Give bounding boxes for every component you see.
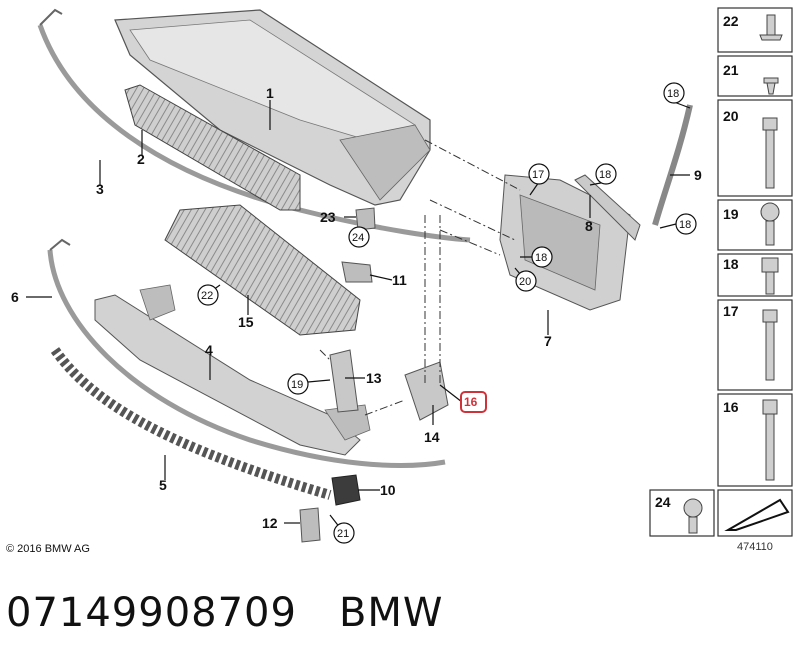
highlight-box <box>460 391 487 413</box>
bracket-23 <box>355 207 376 231</box>
part-number: 07149908709 <box>6 590 297 636</box>
trim-strip-lower <box>47 249 446 468</box>
part-label-23: 23 <box>320 209 336 225</box>
bracket-11 <box>341 261 373 283</box>
part-label-6: 6 <box>11 289 19 305</box>
part-label-22: 22 <box>201 290 214 302</box>
diagram-reference: 474110 <box>737 541 773 553</box>
part-label-3: 3 <box>96 181 104 197</box>
brand-name: BMW <box>338 590 444 636</box>
fastener-label-22: 22 <box>723 13 739 29</box>
fastener-drawings <box>683 14 790 534</box>
fastener-label-17: 17 <box>723 303 739 319</box>
copyright-text: © 2016 BMW AG <box>6 543 90 555</box>
grille-strip <box>50 347 332 500</box>
fastener-label-21: 21 <box>723 62 739 78</box>
energy-absorber <box>124 84 301 211</box>
part-label-18-c: 18 <box>679 219 692 231</box>
part-label-10: 10 <box>380 482 396 498</box>
fastener-label-18: 18 <box>723 256 739 272</box>
part-label-7: 7 <box>544 333 552 349</box>
part-label-14: 14 <box>424 429 440 445</box>
part-label-17: 17 <box>532 169 545 181</box>
bracket-13 <box>329 349 359 413</box>
lower-carrier <box>94 294 361 456</box>
callout-circles <box>197 82 697 544</box>
part-label-1: 1 <box>266 85 274 101</box>
assembly-lines <box>319 139 521 416</box>
side-bracket <box>499 174 631 311</box>
fastener-panel <box>649 7 793 537</box>
bracket-14 <box>404 361 449 421</box>
part-label-9: 9 <box>694 167 702 183</box>
part-label-13: 13 <box>366 370 382 386</box>
part-label-18-d: 18 <box>535 252 548 264</box>
part-label-2: 2 <box>137 151 145 167</box>
bracket-8 <box>574 174 641 241</box>
part-label-8: 8 <box>585 218 593 234</box>
part-label-16-highlighted: 16 <box>464 395 478 409</box>
part-label-11: 11 <box>392 272 407 288</box>
part-label-5: 5 <box>159 477 167 493</box>
part-label-12: 12 <box>262 515 278 531</box>
part-label-24: 24 <box>352 232 365 244</box>
part-label-19: 19 <box>291 379 304 391</box>
part-label-18-a: 18 <box>599 169 612 181</box>
leader-lines <box>26 100 691 534</box>
part-label-18-b: 18 <box>667 88 680 100</box>
part-label-20: 20 <box>519 276 532 288</box>
clip-12 <box>299 507 321 543</box>
fastener-label-16: 16 <box>723 399 739 415</box>
fastener-label-24: 24 <box>655 494 671 510</box>
fastener-label-19: 19 <box>723 206 739 222</box>
bumper-carrier <box>114 9 431 206</box>
fastener-label-20: 20 <box>723 108 739 124</box>
part-label-15: 15 <box>238 314 254 330</box>
strut-9 <box>652 104 693 226</box>
clip-10 <box>331 474 361 506</box>
part-caption: 07149908709 BMW <box>6 590 443 636</box>
part-label-4: 4 <box>205 342 213 358</box>
lower-cover <box>164 204 361 336</box>
part-label-21: 21 <box>337 528 350 540</box>
